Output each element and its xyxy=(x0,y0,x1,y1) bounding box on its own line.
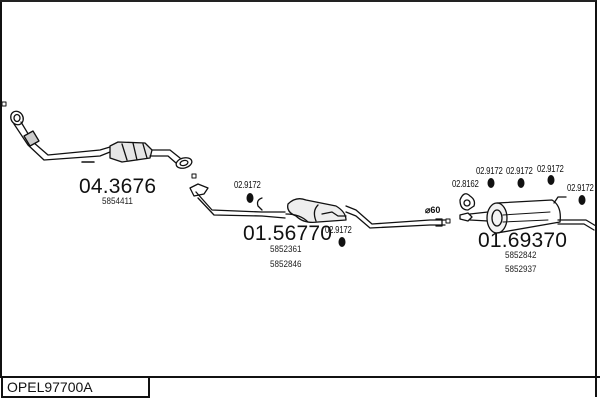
part-number-rear-silencer: 01.69370 xyxy=(478,229,568,252)
oem-number: 5852842 xyxy=(505,250,537,261)
clip-label: 02.9172 xyxy=(325,225,352,236)
clip-marks xyxy=(246,175,586,247)
clip-label: 02.9172 xyxy=(567,183,594,194)
part-number-middle-silencer: 01.56770 xyxy=(243,222,333,245)
clip-c-mark xyxy=(487,178,495,188)
reference-code: OPEL97700A xyxy=(1,378,150,398)
clip-label: 02.9172 xyxy=(537,164,564,175)
pipe-diameter-label: ⌀60 xyxy=(425,205,441,215)
clip-label: 02.9172 xyxy=(476,166,503,177)
oem-number: 5852846 xyxy=(270,259,302,270)
clip-f-mark xyxy=(578,195,586,205)
frame-left-border xyxy=(0,2,2,377)
clamp-label: 02.8162 xyxy=(452,179,479,190)
rear-silencer-drawing xyxy=(445,193,597,234)
part-number-catalytic: 04.3676 xyxy=(79,175,157,198)
oem-number: 5852937 xyxy=(505,264,537,275)
middle-silencer-drawing xyxy=(189,183,446,229)
oem-number: 5854411 xyxy=(102,196,133,207)
clip-label: 02.9172 xyxy=(234,180,261,191)
clip-b-mark xyxy=(338,237,346,247)
oem-number: 5852361 xyxy=(270,244,302,255)
frame-bottom-border xyxy=(0,376,600,378)
clip-d-mark xyxy=(517,178,525,188)
clip-a-mark xyxy=(246,193,254,203)
clip-label: 02.9172 xyxy=(506,166,533,177)
clip-e-mark xyxy=(547,175,555,185)
catalytic-converter-drawing xyxy=(1,101,197,179)
